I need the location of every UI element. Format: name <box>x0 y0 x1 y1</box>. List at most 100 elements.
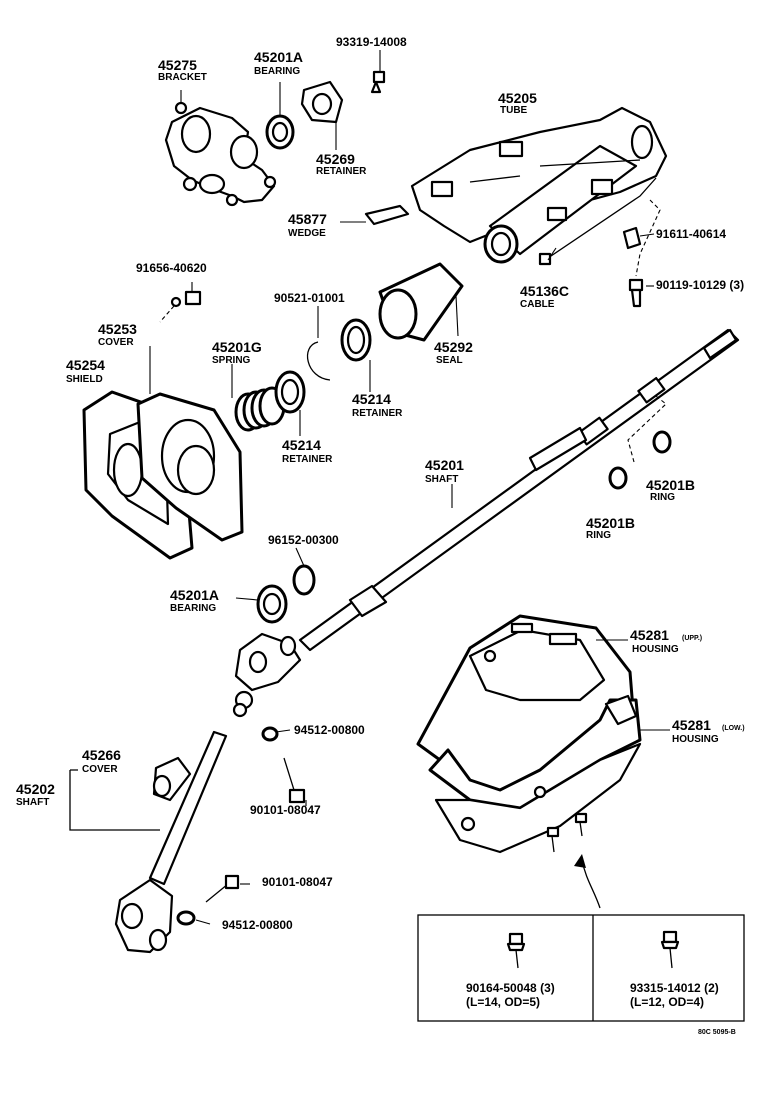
ring-right-drawing <box>627 395 672 463</box>
screw-93315-drawing <box>660 930 680 969</box>
label-num: 91611-40614 <box>656 227 726 241</box>
label-spec: (L=12, OD=4) <box>630 995 704 1009</box>
label-retainer-top: 45269 RETAINER <box>316 151 367 177</box>
housing-upper-drawing <box>416 614 636 802</box>
label-bolt-90101-a: 90101-08047 <box>250 803 321 817</box>
universal-joint-lower-drawing <box>114 878 174 954</box>
label-bolt-top: 93319-14008 <box>336 35 407 49</box>
bolt-91611-drawing <box>622 226 655 250</box>
label-name: SPRING <box>212 355 251 366</box>
retainer-top-drawing <box>300 80 344 150</box>
label-name: WEDGE <box>288 228 326 239</box>
label-num: 45201A <box>254 49 303 65</box>
label-num: 91656-40620 <box>136 261 207 275</box>
label-cover-45253: 45253 COVER <box>98 321 137 348</box>
label-suffix: (UPP.) <box>682 635 702 642</box>
label-nut-94512-b: 94512-00800 <box>222 918 293 932</box>
label-num: 45202 <box>16 781 55 797</box>
nut-94512-b-drawing <box>176 910 196 926</box>
label-num: 90119-10129 (3) <box>656 278 744 292</box>
wedge-drawing <box>340 204 410 226</box>
footer-code: 80C 5095-B <box>698 1029 736 1036</box>
label-num: 45136C <box>520 283 569 299</box>
label-shaft-45202: 45202 SHAFT <box>16 781 55 808</box>
clip-90521-drawing <box>307 306 331 381</box>
cover-45253-drawing <box>136 346 244 542</box>
label-screw-90164: 90164-50048 (3) (L=14, OD=5) <box>466 981 555 1009</box>
label-num: 96152-00300 <box>268 533 339 547</box>
label-num: 45275 <box>158 57 197 73</box>
leader-lines <box>195 247 670 925</box>
label-cover-45266: 45266 COVER <box>82 747 121 775</box>
label-num: 45281 <box>672 717 711 733</box>
bolt-90119-drawing <box>628 199 661 308</box>
label-num: 94512-00800 <box>294 723 365 737</box>
label-snap-96152: 96152-00300 <box>268 533 339 547</box>
label-num: 45266 <box>82 747 121 763</box>
label-num: 45214 <box>282 437 321 453</box>
label-num: 90521-01001 <box>274 291 345 305</box>
bearing-top-drawing <box>265 82 295 150</box>
label-num: 45292 <box>434 339 473 355</box>
label-num: 45201 <box>425 457 464 473</box>
label-name: COVER <box>98 337 134 348</box>
main-shaft-drawing <box>298 328 740 652</box>
label-num: 45254 <box>66 357 105 373</box>
label-bearing-low: 45201A BEARING <box>170 587 219 614</box>
label-name: RETAINER <box>352 408 403 419</box>
nut-94512-a-drawing <box>261 726 279 742</box>
label-clip-90521: 90521-01001 <box>274 291 345 305</box>
label-num: 45214 <box>352 391 391 407</box>
label-shield: 45254 SHIELD <box>66 357 105 385</box>
label-name: BEARING <box>170 603 216 614</box>
label-num: 45201B <box>586 515 635 531</box>
ring-left-drawing <box>608 466 628 490</box>
tube-drawing <box>410 106 668 264</box>
shaft-45202-drawing <box>69 730 228 886</box>
label-name: TUBE <box>500 105 528 116</box>
nut-91656-drawing <box>159 282 202 323</box>
label-bearing-top: 45201A BEARING <box>254 49 303 77</box>
label-num: 45877 <box>288 211 327 227</box>
label-name: HOUSING <box>632 644 679 655</box>
screw-90164-drawing <box>506 932 526 969</box>
label-num: 45281 <box>630 627 669 643</box>
bolt-90101-a-drawing <box>283 757 306 804</box>
label-num: 90101-08047 <box>250 803 321 817</box>
label-name: CABLE <box>520 299 555 310</box>
bolt-93319-drawing <box>370 50 386 94</box>
label-retainer-left: 45214 RETAINER <box>282 437 333 465</box>
label-name: BRACKET <box>158 72 207 83</box>
snap-ring-96152-drawing <box>292 564 316 596</box>
label-name: HOUSING <box>672 734 719 745</box>
label-name: COVER <box>82 764 118 775</box>
bearing-low-drawing <box>256 584 288 624</box>
label-wedge: 45877 WEDGE <box>288 211 327 239</box>
label-num: 45201A <box>170 587 219 603</box>
seal-drawing <box>378 262 464 342</box>
label-num: 90101-08047 <box>262 875 333 889</box>
label-num: 45253 <box>98 321 137 337</box>
label-bolt-90119: 90119-10129 (3) <box>656 278 744 292</box>
label-num: 45201G <box>212 339 262 355</box>
label-name: RETAINER <box>316 166 367 177</box>
housing-lower-drawing <box>428 694 642 909</box>
label-name: BEARING <box>254 66 300 77</box>
label-tube: 45205 TUBE <box>498 90 537 116</box>
label-bolt-90101-b: 90101-08047 <box>262 875 333 889</box>
label-num: 93319-14008 <box>336 35 407 49</box>
inset-box <box>417 914 745 1022</box>
screws-housing-drawing <box>546 812 588 853</box>
label-num: 94512-00800 <box>222 918 293 932</box>
label-nut-91656: 91656-40620 <box>136 261 207 275</box>
bracket-drawing <box>164 90 277 207</box>
label-suffix: (LOW.) <box>722 725 745 732</box>
label-num: 45201B <box>646 477 695 493</box>
label-cable: 45136C CABLE <box>520 283 569 310</box>
label-ring-left: 45201B RING <box>586 515 635 541</box>
label-bolt-91611: 91611-40614 <box>656 227 726 241</box>
label-num: 45269 <box>316 151 355 167</box>
label-ring-right: 45201B RING <box>646 477 695 503</box>
retainer-left-drawing <box>274 370 306 436</box>
label-num: 93315-14012 (2) <box>630 981 719 995</box>
